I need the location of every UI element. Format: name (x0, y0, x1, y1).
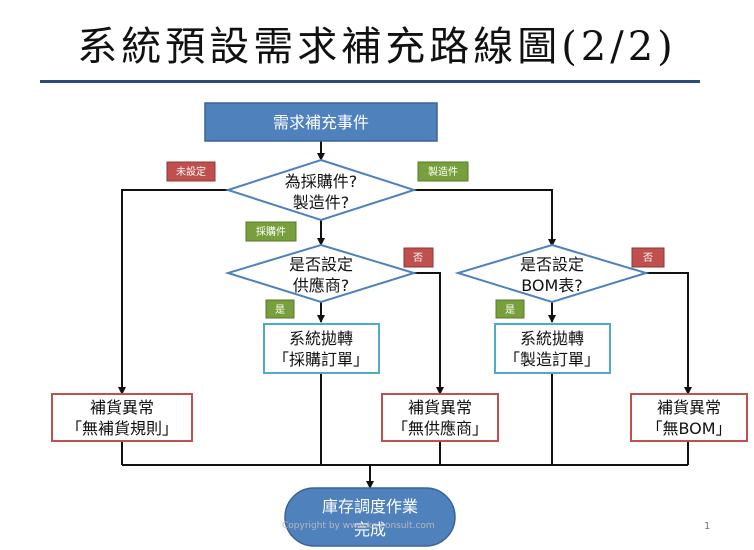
tag-no-supplier: 否 (403, 247, 434, 268)
decision-supplier: 是否設定 供應商? (224, 243, 418, 304)
tag-not-set-label: 未設定 (176, 165, 206, 178)
purchase-order-box (263, 323, 380, 374)
purchase-order-line1: 系統拋轉 (289, 329, 353, 348)
decision-bom-line1: 是否設定 (520, 255, 584, 274)
purchase-order-node: 系統拋轉 「採購訂單」 (263, 323, 380, 374)
title-divider (40, 80, 700, 83)
exception-no-supplier-box (381, 393, 499, 442)
end-line2: 完成 (354, 520, 386, 539)
tag-no-supplier-label: 否 (413, 252, 423, 264)
manufacture-order-line2: 「製造訂單」 (504, 350, 600, 369)
decision-type-line2: 製造件? (293, 193, 350, 212)
purchase-order-line2: 「採購訂單」 (273, 350, 369, 369)
start-node: 需求補充事件 (204, 102, 438, 142)
tag-yes-bom-label: 是 (505, 304, 515, 316)
exception-no-rule-line1: 補貨異常 (90, 398, 154, 417)
end-box (284, 487, 456, 547)
tag-purchased-label: 採購件 (256, 225, 286, 238)
exception-no-supplier-line2: 「無供應商」 (392, 419, 488, 438)
tag-not-set: 未設定 (166, 161, 216, 182)
tag-purchased: 採購件 (245, 221, 297, 242)
slide-number: 1 (704, 521, 711, 532)
exception-no-bom-node: 補貨異常 「無BOM」 (630, 393, 748, 442)
start-box (204, 102, 438, 142)
end-node: 庫存調度作業 完成 (284, 487, 456, 547)
exception-no-supplier-line1: 補貨異常 (408, 398, 472, 417)
decision-supplier-line2: 供應商? (293, 276, 350, 295)
tag-yes-bom: 是 (495, 299, 525, 319)
decision-type-line1: 為採購件? (285, 172, 358, 191)
tag-manufactured-label: 製造件 (428, 165, 458, 178)
tag-yes-supplier: 是 (265, 299, 295, 319)
page-title: 系統預設需求補充路線圖(2/2) (77, 24, 677, 70)
connector-type-manufactured (414, 189, 556, 247)
tag-no-bom: 否 (631, 247, 665, 268)
end-line1: 庫存調度作業 (322, 497, 418, 516)
exception-no-supplier-node: 補貨異常 「無供應商」 (381, 393, 499, 442)
exception-no-bom-box (630, 393, 748, 442)
exception-no-rule-line2: 「無補貨規則」 (66, 419, 178, 438)
connectors (118, 141, 692, 489)
manufacture-order-line1: 系統拋轉 (520, 329, 584, 348)
manufacture-order-box (494, 323, 611, 374)
connector-type-not-set (118, 189, 228, 395)
decision-supplier-line1: 是否設定 (289, 255, 353, 274)
decision-type-diamond (224, 158, 418, 222)
decision-type: 為採購件? 製造件? (224, 158, 418, 222)
tag-manufactured: 製造件 (417, 161, 469, 182)
connector-supplier-no (414, 272, 444, 395)
footer-copyright: Copyright by www.ks-consult.com (282, 521, 435, 531)
connector-bom-no (646, 272, 692, 395)
exception-no-bom-line2: 「無BOM」 (646, 419, 731, 438)
exception-no-rule-node: 補貨異常 「無補貨規則」 (51, 393, 193, 442)
exception-no-rule-box (51, 393, 193, 442)
decision-supplier-diamond (224, 243, 418, 304)
exception-no-bom-line1: 補貨異常 (657, 398, 721, 417)
decision-bom-diamond (454, 243, 650, 304)
start-label: 需求補充事件 (273, 113, 369, 132)
tag-no-bom-label: 否 (643, 252, 653, 264)
tag-yes-supplier-label: 是 (275, 304, 285, 316)
decision-bom-line2: BOM表? (521, 276, 583, 295)
manufacture-order-node: 系統拋轉 「製造訂單」 (494, 323, 611, 374)
decision-bom: 是否設定 BOM表? (454, 243, 650, 304)
